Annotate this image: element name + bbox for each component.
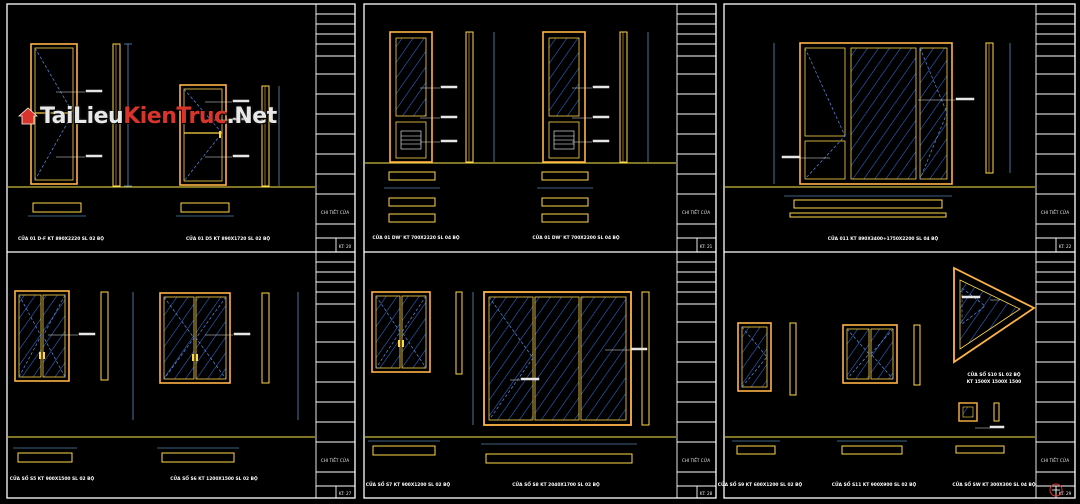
door-d5-section <box>261 85 280 187</box>
sheet-title-tm: CHI TIẾT CỬA <box>682 209 710 215</box>
sheet-number-tl: KT: 20 <box>339 244 352 249</box>
caption-s5: CỬA SỔ S5 KT 900X1500 SL 02 BỘ <box>10 474 95 482</box>
title-block-br <box>1035 252 1075 498</box>
title-block-bm <box>676 252 716 498</box>
door-dw-2-elevation <box>542 31 586 163</box>
title-block-bl <box>315 252 355 498</box>
window-sw-elevation <box>958 402 1000 422</box>
ground-lines <box>8 162 1035 438</box>
caption-d5: CỬA 01 D5 KT 890X1720 SL 02 BỘ <box>186 234 270 242</box>
watermark-logo: TaiLieuKienTruc.Net <box>18 104 277 129</box>
window-s11-section <box>913 324 921 386</box>
sheet-title-bm: CHI TIẾT CỬA <box>682 457 710 463</box>
door-d5-elevation <box>179 84 227 186</box>
caption-s10: CỬA SỔ S10 SL 02 BỘ <box>967 370 1021 378</box>
caption-s11: CỬA SỔ S11 KT 900X900 SL 02 BỘ <box>832 480 917 488</box>
plan-sections-tl <box>28 202 234 217</box>
watermark-part3: .Net <box>226 104 278 129</box>
sheet-number-tm: KT: 21 <box>700 244 713 249</box>
plan-sections-tm <box>384 171 593 223</box>
door-011-elevation <box>799 42 953 185</box>
caption-011: CỬA 011 KT 890X3400+1750X2200 SL 04 BỘ <box>828 234 939 242</box>
window-s10-triangle-elevation <box>953 266 1036 364</box>
window-s5-section <box>100 291 134 420</box>
sheet-number-br: KT: 29 <box>1059 491 1072 496</box>
window-s8-elevation <box>483 291 632 426</box>
watermark-part2: KienTruc <box>123 104 227 129</box>
door-dw-1-elevation <box>389 31 433 163</box>
leader-notes-bl <box>48 332 251 336</box>
leader-notes-tr <box>781 97 975 159</box>
watermark-part1: TaiLieu <box>40 104 124 129</box>
caption-s6: CỬA SỔ S6 KT 1200X1500 SL 02 BỘ <box>170 474 258 482</box>
plan-sections-bl <box>13 447 239 463</box>
door-dw-1-section <box>465 31 495 163</box>
sheet-number-bm: KT: 28 <box>700 491 713 496</box>
window-s7-section <box>455 291 463 375</box>
caption-s8: CỬA SỔ S8 KT 2040X1700 SL 02 BỘ <box>512 480 600 488</box>
title-block-tl <box>315 4 355 252</box>
plan-sections-br <box>732 440 1005 455</box>
door-d-f-section <box>112 43 132 187</box>
leader-notes-tl <box>56 89 250 158</box>
corner-logo-icon <box>1049 483 1063 497</box>
caption-s7: CỬA SỔ S7 KT 900X1200 SL 02 BỘ <box>366 480 451 488</box>
leader-notes-bm <box>510 347 648 381</box>
door-011-section <box>773 42 1011 184</box>
window-s6-elevation <box>159 292 231 384</box>
door-dw-2-section <box>619 31 649 163</box>
plan-sections-tr <box>784 195 952 218</box>
plan-sections-bm <box>368 440 637 464</box>
sheet-title-bl: CHI TIẾT CỬA <box>321 457 349 463</box>
window-s11-elevation <box>842 324 898 384</box>
title-block-tr <box>1035 4 1075 252</box>
window-s9-section <box>789 322 797 396</box>
window-s7-elevation <box>371 291 431 373</box>
title-block-tm <box>676 4 716 252</box>
caption-dw-1: CỬA 01 DW' KT 700X2220 SL 04 BỘ <box>372 233 460 241</box>
sheet-borders <box>6 3 1076 499</box>
window-s8-section <box>472 291 650 426</box>
sheet-title-tr: CHI TIẾT CỬA <box>1041 209 1069 215</box>
caption-dw-2: CỬA 01 DW' KT 700X2200 SL 04 BỘ <box>532 233 620 241</box>
window-s9-elevation <box>737 322 772 392</box>
sheet-title-br: CHI TIẾT CỬA <box>1041 457 1069 463</box>
window-s6-section <box>261 292 299 420</box>
leader-notes-br <box>961 295 1005 429</box>
window-s5-elevation <box>14 290 70 382</box>
sheet-number-tr: KT: 22 <box>1059 244 1072 249</box>
leader-notes-tm <box>420 85 610 143</box>
caption-s9: CỬA SỔ S9 KT 600X1200 SL 02 BỘ <box>718 480 803 488</box>
caption-sw: CỬA SỔ SW KT 300X300 SL 04 BỘ <box>952 480 1035 488</box>
house-logo-icon <box>18 107 38 125</box>
caption-s10-size: KT 1500X 1500X 1500 <box>967 379 1021 385</box>
sheet-title-tl: CHI TIẾT CỬA <box>321 209 349 215</box>
caption-d-f: CỬA 01 D-F KT 890X2220 SL 02 BỘ <box>18 234 104 242</box>
sheet-number-bl: KT: 27 <box>339 491 352 496</box>
